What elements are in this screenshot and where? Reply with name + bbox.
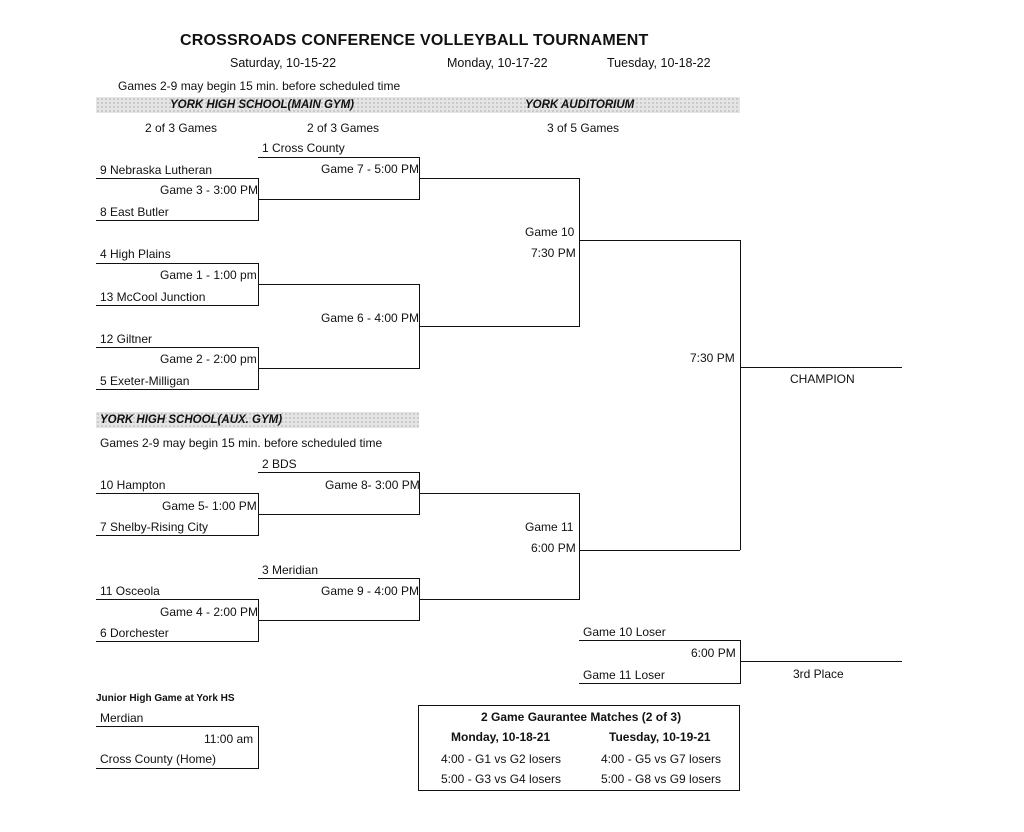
game-2-label: Game 2 - 2:00 pm — [160, 352, 257, 366]
game-5-label: Game 5- 1:00 PM — [162, 499, 257, 513]
bracket-line — [579, 493, 580, 600]
team-giltner: 12 Giltner — [100, 332, 153, 346]
team-meridian: 3 Meridian — [262, 563, 319, 577]
guarantee-day-1-row-1: 4:00 - G1 vs G2 losers — [441, 752, 562, 766]
bracket-line — [740, 240, 741, 550]
game-11-label: Game 11 — [525, 520, 574, 534]
game-6-label: Game 6 - 4:00 PM — [321, 311, 420, 325]
junior-high-team-2: Cross County (Home) — [100, 752, 217, 766]
bracket-line — [579, 240, 740, 241]
bracket-line — [96, 726, 258, 727]
venue-main-gym-label: YORK HIGH SCHOOL(MAIN GYM) — [170, 99, 354, 111]
guarantee-day-1-row-2: 5:00 - G3 vs G4 losers — [441, 772, 562, 786]
bracket-line — [96, 305, 258, 306]
bracket-line — [579, 550, 740, 551]
round1-format: 2 of 3 Games — [145, 121, 218, 135]
bracket-line — [258, 157, 419, 158]
team-exeter-milligan: 5 Exeter-Milligan — [100, 374, 190, 388]
game-10-loser-label: Game 10 Loser — [583, 625, 666, 639]
guarantee-day-2-row-1: 4:00 - G5 vs G7 losers — [601, 752, 722, 766]
bracket-line — [96, 178, 258, 179]
bracket-line — [96, 263, 258, 264]
date-monday: Monday, 10-17-22 — [447, 56, 548, 70]
team-nebraska-lutheran: 9 Nebraska Lutheran — [100, 163, 213, 177]
team-osceola: 11 Osceola — [100, 584, 160, 598]
team-shelby-rising-city: 7 Shelby-Rising City — [100, 520, 209, 534]
date-saturday: Saturday, 10-15-22 — [230, 56, 337, 70]
junior-high-heading: Junior High Game at York HS — [96, 693, 235, 704]
team-dorchester: 6 Dorchester — [100, 626, 169, 640]
third-place-label: 3rd Place — [793, 667, 844, 681]
bracket-line — [740, 640, 741, 684]
guarantee-day-2: Tuesday, 10-19-21 — [609, 730, 711, 744]
round2-format: 2 of 3 Games — [307, 121, 380, 135]
bracket-line — [96, 599, 258, 600]
bracket-line — [740, 367, 902, 368]
team-cross-county: 1 Cross County — [262, 141, 345, 155]
page-title: CROSSROADS CONFERENCE VOLLEYBALL TOURNAM… — [180, 32, 649, 49]
team-bds: 2 BDS — [262, 457, 297, 471]
bracket-line — [96, 220, 258, 221]
early-start-note-aux: Games 2-9 may begin 15 min. before sched… — [100, 436, 383, 450]
game-8-label: Game 8- 3:00 PM — [325, 478, 420, 492]
game-1-label: Game 1 - 1:00 pm — [160, 268, 257, 282]
junior-high-time: 11:00 am — [204, 732, 254, 746]
guarantee-day-1: Monday, 10-18-21 — [451, 730, 551, 744]
bracket-line — [419, 493, 579, 494]
bracket-line — [258, 726, 259, 769]
bracket-line — [419, 326, 579, 327]
champion-label: CHAMPION — [790, 372, 855, 386]
venue-main-gym-banner: YORK HIGH SCHOOL(MAIN GYM) — [96, 97, 419, 113]
bracket-line — [258, 578, 419, 579]
game-3-label: Game 3 - 3:00 PM — [160, 183, 259, 197]
venue-auditorium-label: YORK AUDITORIUM — [525, 99, 635, 111]
game-9-label: Game 9 - 4:00 PM — [321, 584, 420, 598]
game-10-label: Game 10 — [525, 225, 575, 239]
venue-aux-gym-banner: YORK HIGH SCHOOL(AUX. GYM) — [96, 412, 419, 428]
guarantee-heading: 2 Game Gaurantee Matches (2 of 3) — [481, 710, 682, 724]
bracket-line — [96, 347, 258, 348]
game-4-label: Game 4 - 2:00 PM — [160, 605, 259, 619]
bracket-line — [258, 620, 419, 621]
venue-auditorium-banner: YORK AUDITORIUM — [419, 97, 740, 113]
bracket-line — [96, 641, 258, 642]
early-start-note-top: Games 2-9 may begin 15 min. before sched… — [118, 79, 401, 93]
bracket-line — [740, 661, 902, 662]
bracket-line — [258, 472, 419, 473]
bracket-line — [258, 284, 419, 285]
team-east-butler: 8 East Butler — [100, 205, 169, 219]
team-mccool-junction: 13 McCool Junction — [100, 290, 206, 304]
date-tuesday: Tuesday, 10-18-22 — [607, 56, 711, 70]
venue-aux-gym-label: YORK HIGH SCHOOL(AUX. GYM) — [100, 414, 283, 426]
bracket-line — [96, 493, 258, 494]
team-high-plains: 4 High Plains — [100, 247, 171, 261]
bracket-line — [96, 768, 258, 769]
bracket-line — [96, 389, 258, 390]
bracket-line — [96, 535, 258, 536]
bracket-line — [579, 178, 580, 327]
game-7-label: Game 7 - 5:00 PM — [321, 162, 420, 176]
bracket-line — [579, 683, 740, 684]
semis-format: 3 of 5 Games — [547, 121, 620, 135]
bracket-line — [419, 178, 579, 179]
final-time: 7:30 PM — [690, 351, 735, 365]
guarantee-day-2-row-2: 5:00 - G8 vs G9 losers — [601, 772, 722, 786]
game-11-time: 6:00 PM — [531, 541, 576, 555]
junior-high-team-1: Merdian — [100, 711, 144, 725]
team-hampton: 10 Hampton — [100, 478, 166, 492]
guarantee-matches-box: 2 Game Gaurantee Matches (2 of 3) Monday… — [418, 705, 740, 791]
third-place-time: 6:00 PM — [691, 646, 736, 660]
bracket-line — [579, 640, 740, 641]
game-10-time: 7:30 PM — [531, 246, 576, 260]
bracket-line — [258, 368, 419, 369]
bracket-line — [419, 599, 579, 600]
game-11-loser-label: Game 11 Loser — [583, 668, 665, 682]
bracket-line — [258, 514, 419, 515]
bracket-line — [258, 199, 419, 200]
